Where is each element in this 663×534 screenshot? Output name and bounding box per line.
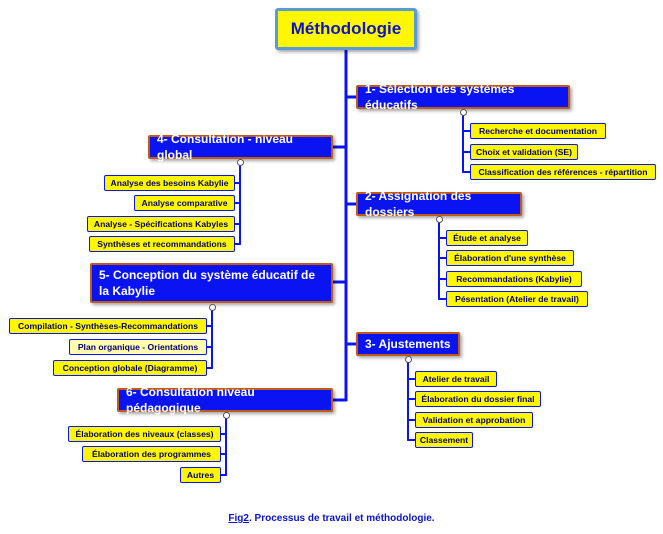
branch-3-item: Classement bbox=[415, 432, 473, 448]
figure-caption: Fig2. Processus de travail et méthodolog… bbox=[0, 513, 663, 524]
branch-3-label: 3- Ajustements bbox=[365, 337, 451, 351]
branch-2-connector-dot bbox=[436, 216, 443, 223]
branch-3-connector-dot bbox=[405, 356, 412, 363]
branch-4-label: 4- Consultation - niveau global bbox=[157, 132, 294, 162]
branch-4-item: Analyse comparative bbox=[134, 195, 235, 211]
branch-1-connector-dot bbox=[460, 109, 467, 116]
branch-5-connector-dot bbox=[209, 304, 216, 311]
branch-2-label: 2- Assignation des dossiers bbox=[365, 189, 472, 219]
branch-6-connector-dot bbox=[223, 412, 230, 419]
branch-5-label: 5- Conception du système éducatif de la … bbox=[99, 268, 316, 298]
branch-5-item: Plan organique - Orientations bbox=[69, 339, 207, 355]
branch-2-item: Élaboration d'une synthèse bbox=[446, 250, 574, 266]
branch-6-item: Élaboration des niveaux (classes) bbox=[68, 426, 221, 442]
branch-2-item: Étude et analyse bbox=[446, 230, 528, 246]
branch-4-item: Synthèses et recommandations bbox=[89, 236, 235, 252]
branch-4-item: Analyse des besoins Kabylie bbox=[104, 175, 235, 191]
branch-2-item: Pésentation (Atelier de travail) bbox=[446, 291, 588, 307]
branch-6-item: Élaboration des programmes bbox=[82, 446, 221, 462]
figure-number: Fig2 bbox=[228, 513, 249, 524]
branch-3-item: Validation et approbation bbox=[415, 412, 533, 428]
branch-1-label: 1- Sélection des systèmes éducatifs bbox=[365, 82, 515, 112]
branch-5-item: Compilation - Synthèses-Recommandations bbox=[9, 318, 207, 334]
branch-3-item: Élaboration du dossier final bbox=[415, 391, 541, 407]
branch-4-item: Analyse - Spécifications Kabyles bbox=[87, 216, 235, 232]
branch-4-connector-dot bbox=[237, 159, 244, 166]
branch-3-node: 3- Ajustements bbox=[356, 332, 460, 356]
branch-1-node: 1- Sélection des systèmes éducatifs bbox=[356, 82, 570, 112]
branch-1-item: Classification des références - répartit… bbox=[470, 164, 656, 180]
branch-5-node: 5- Conception du système éducatif de la … bbox=[90, 263, 333, 303]
figure-caption-text: . Processus de travail et méthodologie. bbox=[248, 513, 435, 524]
root-node: Méthodologie bbox=[275, 8, 417, 50]
branch-3-item: Atelier de travail bbox=[415, 371, 497, 387]
branch-6-label: 6- Consultation niveau pédagogique bbox=[126, 385, 255, 415]
branch-4-node: 4- Consultation - niveau global bbox=[148, 132, 333, 162]
root-label: Méthodologie bbox=[290, 19, 402, 38]
branch-2-item: Recommandations (Kabylie) bbox=[446, 271, 582, 287]
branch-6-item: Autres bbox=[180, 467, 221, 483]
branch-6-node: 6- Consultation niveau pédagogique bbox=[117, 385, 333, 415]
branch-2-node: 2- Assignation des dossiers bbox=[356, 189, 522, 219]
branch-1-item: Recherche et documentation bbox=[470, 123, 606, 139]
branch-5-item: Conception globale (Diagramme) bbox=[53, 360, 207, 376]
branch-1-item: Choix et validation (SE) bbox=[470, 144, 578, 160]
